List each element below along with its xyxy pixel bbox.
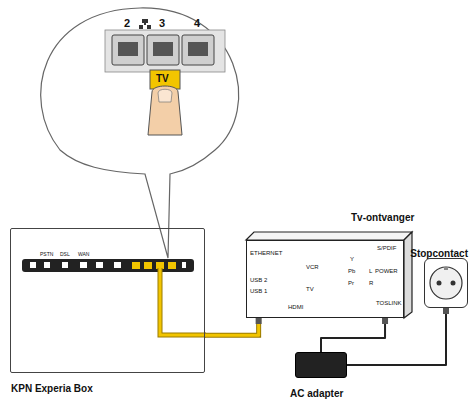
cable-outline bbox=[205, 318, 259, 335]
connector-label: TOSLINK bbox=[376, 300, 402, 306]
node-title: Tv-ontvanger bbox=[351, 212, 414, 223]
connector-label: R bbox=[369, 280, 373, 286]
network-icon bbox=[139, 19, 151, 29]
port-tag: TV bbox=[156, 74, 169, 84]
panel-label: WAN bbox=[78, 252, 89, 257]
finger bbox=[148, 86, 182, 135]
port-strip bbox=[105, 30, 225, 72]
port-number: 4 bbox=[194, 18, 200, 29]
socket-ground bbox=[444, 267, 448, 270]
callout-bubble bbox=[41, 8, 239, 258]
node-title: AC adapter bbox=[290, 388, 343, 399]
receiver-side bbox=[404, 232, 412, 318]
connector-label: Y bbox=[350, 256, 354, 262]
port-number: 3 bbox=[159, 18, 165, 29]
cable-stub bbox=[160, 268, 206, 335]
router-box: KPN Experia Box bbox=[10, 228, 205, 373]
port-panel bbox=[22, 259, 194, 272]
socket-hole bbox=[437, 281, 442, 286]
power-adapter: AC adapter bbox=[295, 352, 347, 378]
panel-lan-ports bbox=[132, 262, 176, 269]
power-cable bbox=[321, 318, 385, 352]
wall-socket: Stopcontact bbox=[424, 258, 468, 308]
panel-label: PSTN bbox=[40, 252, 53, 257]
receiver-top bbox=[246, 232, 412, 240]
cable-plug bbox=[256, 318, 262, 324]
connector-label: POWER bbox=[375, 268, 398, 274]
connector-label: USB 1 bbox=[250, 288, 267, 294]
panel-label: DSL bbox=[60, 252, 70, 257]
connector-label: L bbox=[369, 268, 372, 274]
socket-face bbox=[430, 267, 462, 299]
fingernail bbox=[158, 89, 172, 102]
connector-label: HDMI bbox=[288, 304, 303, 310]
connector-label: Pb bbox=[348, 268, 355, 274]
node-title: Stopcontact bbox=[410, 248, 468, 259]
cable-plug bbox=[443, 308, 449, 314]
port-number: 2 bbox=[124, 18, 130, 29]
connector-label: TV bbox=[306, 286, 314, 292]
cable-stub-outline bbox=[160, 268, 206, 335]
rj45-ports bbox=[112, 35, 214, 65]
connector-label: USB 2 bbox=[250, 277, 267, 283]
socket-hole bbox=[451, 281, 456, 286]
ethernet-cable bbox=[205, 318, 259, 335]
connector-label: Pr bbox=[348, 280, 354, 286]
node-title: KPN Experia Box bbox=[11, 383, 93, 394]
connector-label: VCR bbox=[306, 264, 319, 270]
port-slots bbox=[118, 42, 208, 56]
cable-plug bbox=[382, 318, 388, 324]
connector-label: ETHERNET bbox=[250, 250, 282, 256]
connector-label: S/PDIF bbox=[377, 245, 396, 251]
panel-ports bbox=[30, 262, 186, 268]
